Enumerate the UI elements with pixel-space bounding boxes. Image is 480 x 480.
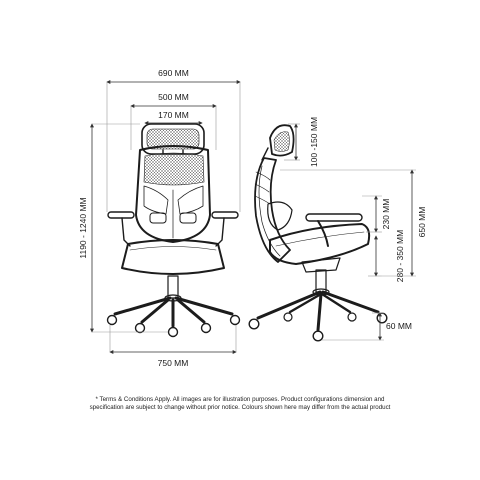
- front-gas-lift: [167, 275, 179, 299]
- side-headrest: [269, 124, 295, 157]
- disclaimer-text: * Terms & Conditions Apply. All images a…: [40, 396, 440, 412]
- dim-seat-height-label: 280 - 350 MM: [395, 230, 405, 282]
- dim-headrest-width: 170 MM: [144, 110, 203, 125]
- front-casters: [106, 314, 241, 338]
- side-seat: [269, 223, 371, 265]
- dim-base-width-label: 750 MM: [158, 358, 189, 368]
- front-armrest-right: [211, 211, 239, 247]
- side-view-chair: [248, 124, 388, 342]
- front-seat: [121, 239, 225, 275]
- disclaimer-line-2: specification are subject to change with…: [89, 404, 391, 411]
- side-backrest: [254, 157, 291, 263]
- dim-headrest-adjust-label: 100 -150 MM: [309, 117, 319, 167]
- front-backrest: [135, 145, 211, 243]
- dim-base-width: 750 MM: [109, 325, 237, 368]
- dim-backrest-height: 650 MM: [280, 169, 427, 277]
- dim-caster-height: 60 MM: [322, 312, 412, 341]
- dim-armrest-height: 230 MM: [362, 195, 391, 233]
- front-view-chair: [106, 123, 241, 338]
- dim-seat-width-label: 500 MM: [158, 92, 189, 102]
- dim-overall-width: 690 MM: [106, 68, 241, 212]
- dim-armrest-height-label: 230 MM: [381, 199, 391, 230]
- dim-overall-height-label: 1190 - 1240 MM: [78, 197, 88, 258]
- dim-seat-height: 280 - 350 MM: [368, 230, 405, 282]
- dim-overall-height: 1190 - 1240 MM: [78, 123, 168, 333]
- side-armrest: [305, 213, 363, 247]
- dim-backrest-height-label: 650 MM: [417, 207, 427, 238]
- side-star-base: [256, 288, 380, 332]
- front-star-base: [113, 294, 234, 328]
- front-armrest-left: [107, 211, 135, 247]
- disclaimer-line-1: * Terms & Conditions Apply. All images a…: [95, 396, 385, 403]
- dim-headrest-width-label: 170 MM: [158, 110, 189, 120]
- dim-caster-height-label: 60 MM: [386, 321, 412, 331]
- dim-seat-width: 500 MM: [130, 92, 217, 150]
- dim-headrest-adjust: 100 -150 MM: [284, 117, 319, 167]
- dim-overall-width-label: 690 MM: [158, 68, 189, 78]
